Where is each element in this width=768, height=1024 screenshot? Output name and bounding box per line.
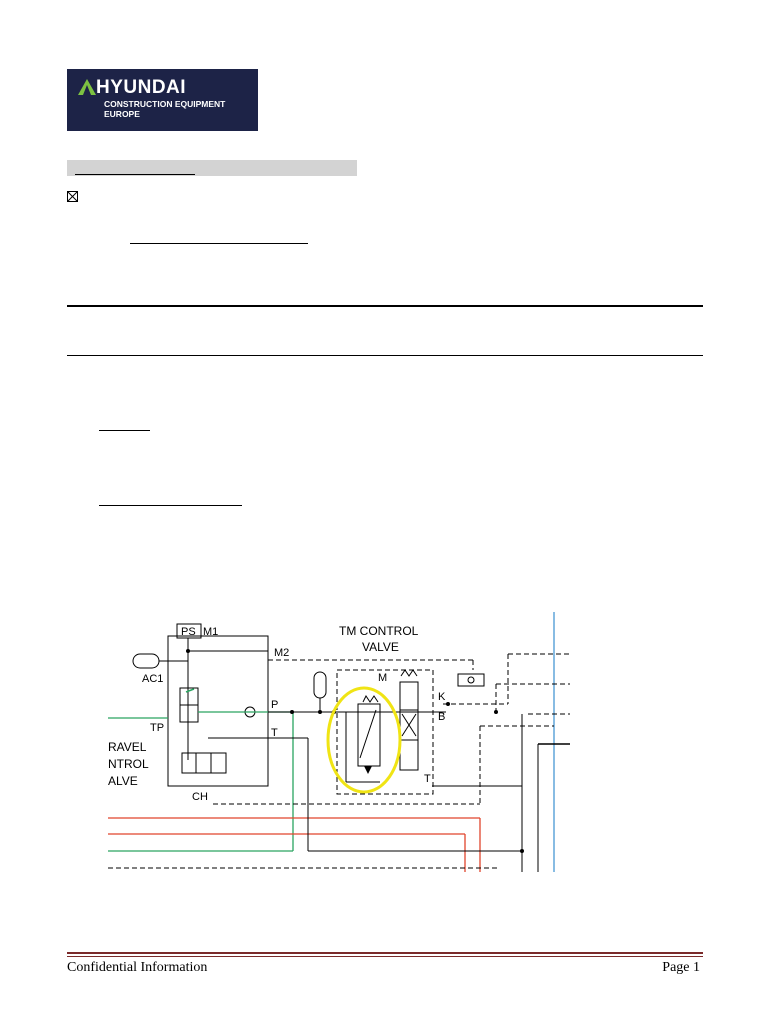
label-t-right: T bbox=[424, 773, 431, 785]
footer-rule-thin bbox=[67, 956, 703, 957]
heading-underline-1 bbox=[99, 430, 150, 431]
footer-confidential: Confidential Information bbox=[67, 960, 208, 975]
footer-rule bbox=[67, 952, 703, 954]
ps-box bbox=[176, 623, 202, 639]
hydraulic-schematic: PS M1 M2 AC1 CH P T TP RAVEL NTROL ALVE bbox=[108, 612, 570, 872]
label-m2: M2 bbox=[274, 647, 289, 659]
reducing-valve bbox=[357, 703, 381, 767]
left-valve-block bbox=[167, 635, 269, 787]
tm-directional-valve bbox=[399, 681, 419, 771]
section-rule-bottom bbox=[67, 355, 703, 356]
label-m1: M1 bbox=[203, 626, 218, 638]
valve-title-2: VALVE bbox=[362, 640, 399, 654]
travel-label-1: RAVEL bbox=[108, 740, 147, 754]
label-m: M bbox=[378, 672, 387, 684]
header-field-underline bbox=[75, 174, 195, 175]
logo-subtitle-1: CONSTRUCTION EQUIPMENT bbox=[104, 99, 226, 109]
company-logo: HYUNDAI CONSTRUCTION EQUIPMENT EUROPE bbox=[67, 69, 258, 131]
shuttle-valve bbox=[457, 673, 485, 687]
label-tp: TP bbox=[150, 722, 164, 734]
logo-subtitle-2: EUROPE bbox=[104, 109, 140, 119]
heading-underline-2 bbox=[99, 505, 242, 506]
checked-box-icon[interactable] bbox=[67, 191, 78, 202]
label-p: P bbox=[271, 699, 278, 711]
logo-brand-text: HYUNDAI bbox=[96, 77, 187, 98]
section-rule-top bbox=[67, 305, 703, 307]
label-ac1: AC1 bbox=[142, 673, 163, 685]
label-k: K bbox=[438, 691, 446, 703]
logo-triangle-icon bbox=[78, 79, 96, 95]
highlight-ellipse bbox=[326, 686, 402, 794]
valve-title-1: TM CONTROL bbox=[339, 624, 419, 638]
footer-page-number: Page 1 bbox=[662, 960, 700, 975]
travel-label-3: ALVE bbox=[108, 774, 138, 788]
label-b: B bbox=[438, 711, 445, 723]
label-ps: PS bbox=[181, 626, 196, 638]
accumulator-ac1 bbox=[132, 653, 160, 669]
travel-label-2: NTROL bbox=[108, 757, 149, 771]
tm-control-valve-block bbox=[336, 669, 434, 795]
label-t-left: T bbox=[271, 727, 278, 739]
header-field-bar bbox=[67, 160, 357, 176]
directional-valve bbox=[181, 752, 227, 774]
signature-line bbox=[130, 243, 308, 244]
label-ch: CH bbox=[192, 791, 208, 803]
